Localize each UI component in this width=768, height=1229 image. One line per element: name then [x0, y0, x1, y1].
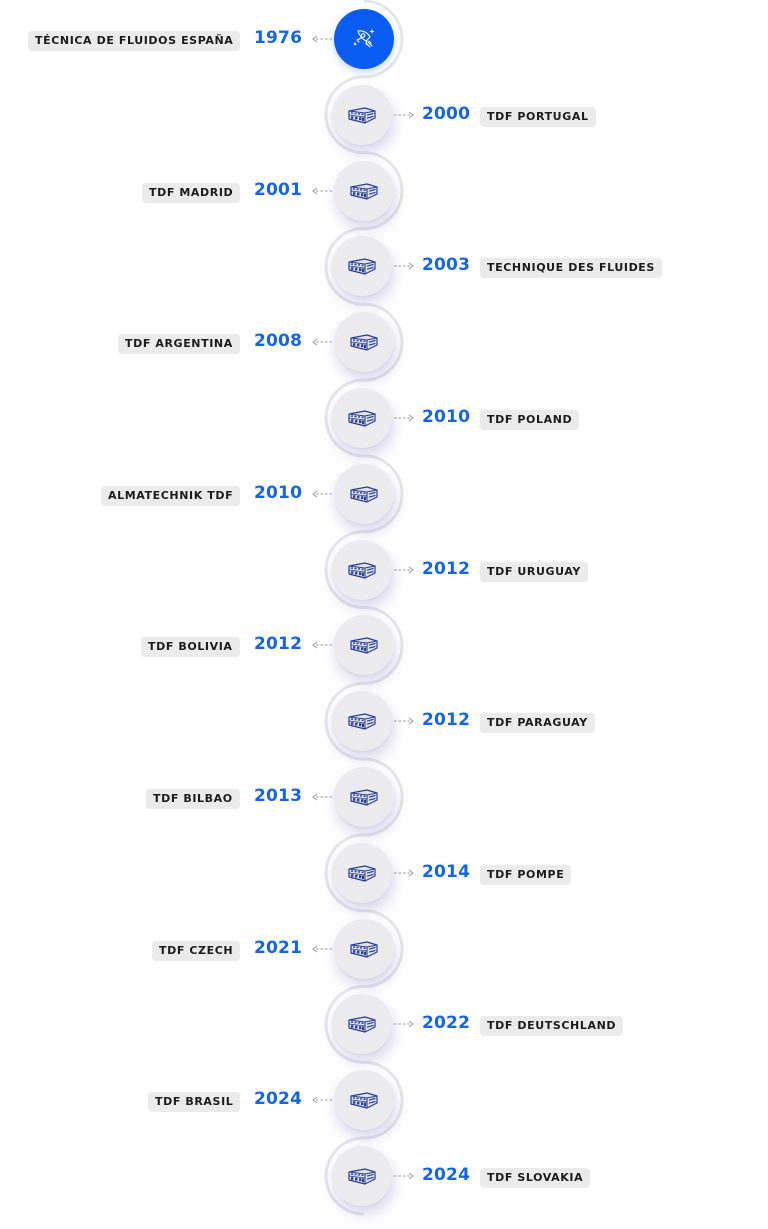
arrow-left-icon	[310, 792, 332, 802]
timeline-year: 2010	[422, 407, 471, 427]
timeline-label: TDF POMPE	[480, 864, 572, 885]
building-icon	[349, 484, 379, 504]
building-icon	[349, 181, 379, 201]
timeline-label: TDF POLAND	[480, 410, 580, 430]
arrow-right-icon	[394, 716, 416, 726]
arrow-right-icon	[394, 1171, 416, 1181]
timeline-label: TDF BOLIVIA	[141, 637, 240, 658]
building-icon	[349, 332, 379, 352]
timeline-label: TECHNIQUE DES FLUIDES	[480, 258, 662, 279]
timeline-year: 2012	[254, 634, 303, 655]
timeline-label: TDF SLOVAKIA	[480, 1168, 591, 1188]
building-icon	[347, 711, 377, 731]
timeline-node	[334, 1070, 394, 1131]
building-icon	[347, 256, 377, 276]
timeline-node	[332, 84, 392, 145]
timeline-node	[334, 9, 394, 69]
timeline-year: 1976	[254, 28, 303, 48]
timeline-node	[334, 615, 394, 676]
timeline-node	[334, 463, 394, 524]
timeline-year: 2013	[254, 786, 303, 806]
arrow-left-icon	[310, 640, 332, 650]
building-icon	[349, 1090, 379, 1110]
arrow-right-icon	[394, 261, 416, 271]
arrow-left-icon	[310, 1095, 332, 1105]
timeline-label: TDF PORTUGAL	[480, 106, 596, 127]
timeline-node	[332, 691, 392, 752]
timeline-node	[332, 388, 392, 448]
timeline-node	[332, 539, 392, 600]
timeline-year: 2001	[254, 179, 303, 200]
timeline-label: TDF ARGENTINA	[118, 334, 240, 355]
timeline-year: 2022	[422, 1013, 471, 1034]
building-icon	[347, 1014, 377, 1034]
building-icon	[347, 560, 377, 580]
timeline-node	[332, 236, 392, 297]
timeline-node	[334, 918, 394, 979]
timeline-year: 2024	[422, 1165, 471, 1185]
timeline-year: 2014	[422, 861, 471, 882]
arrow-right-icon	[394, 413, 416, 423]
timeline-curve	[324, 0, 404, 1216]
timeline-node	[332, 1146, 392, 1206]
building-icon	[347, 105, 377, 125]
timeline-label: TDF DEUTSCHLAND	[480, 1016, 624, 1037]
arrow-right-icon	[394, 110, 416, 120]
timeline-label: TDF BRASIL	[148, 1092, 241, 1113]
timeline-label: TDF MADRID	[142, 182, 241, 203]
timeline-year: 2000	[422, 103, 471, 124]
building-icon	[347, 863, 377, 883]
timeline-year: 2010	[254, 482, 303, 503]
arrow-left-icon	[310, 337, 332, 347]
building-icon	[349, 939, 379, 959]
timeline-label: TDF URUGUAY	[480, 561, 588, 582]
timeline-node	[332, 994, 392, 1055]
timeline-year: 2012	[422, 710, 471, 731]
timeline-year: 2003	[422, 255, 471, 276]
building-icon	[349, 635, 379, 655]
arrow-left-icon	[310, 34, 332, 44]
timeline-label: TÉCNICA DE FLUIDOS ESPAÑA	[28, 31, 241, 51]
arrow-left-icon	[310, 944, 332, 954]
timeline-year: 2008	[254, 331, 303, 352]
arrow-left-icon	[310, 489, 332, 499]
arrow-right-icon	[394, 1019, 416, 1029]
timeline-year: 2012	[422, 558, 471, 579]
timeline-label: ALMATECHNIK TDF	[101, 485, 241, 506]
arrow-right-icon	[394, 565, 416, 575]
timeline-year: 2024	[254, 1089, 303, 1110]
rocket-icon	[349, 24, 379, 54]
arrow-right-icon	[394, 868, 416, 878]
timeline-node	[334, 312, 394, 373]
timeline-label: TDF PARAGUAY	[480, 713, 595, 734]
timeline-year: 2021	[254, 937, 303, 958]
building-icon	[349, 787, 379, 807]
timeline-node	[332, 842, 392, 903]
building-icon	[347, 1166, 377, 1186]
timeline-node	[334, 160, 394, 221]
timeline-node	[334, 767, 394, 827]
building-icon	[347, 408, 377, 428]
timeline-label: TDF BILBAO	[146, 789, 240, 809]
timeline-label: TDF CZECH	[152, 940, 241, 961]
arrow-left-icon	[310, 186, 332, 196]
